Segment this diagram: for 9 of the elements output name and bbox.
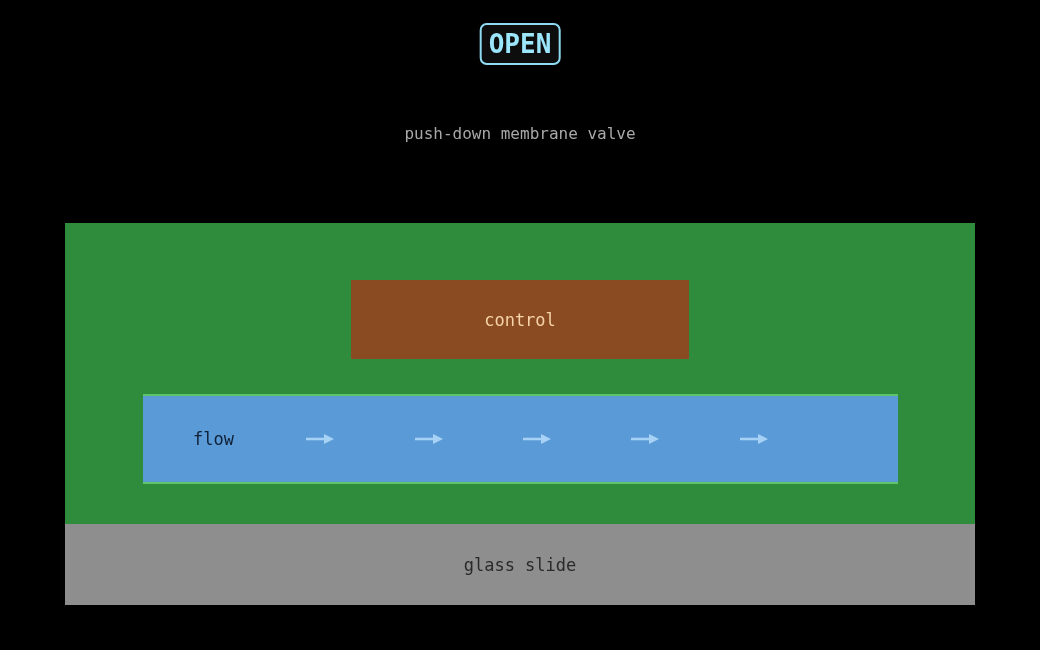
subtitle: push-down membrane valve bbox=[404, 124, 636, 143]
glass-slide bbox=[65, 524, 975, 605]
channel-label: glass slide bbox=[463, 554, 577, 575]
chip-layer bbox=[65, 223, 975, 524]
channel-label: flow bbox=[193, 429, 234, 449]
flow-channel bbox=[143, 394, 898, 484]
control-channel bbox=[351, 280, 689, 359]
title-badge: OPEN bbox=[479, 23, 561, 65]
channel-label: control bbox=[484, 309, 556, 330]
